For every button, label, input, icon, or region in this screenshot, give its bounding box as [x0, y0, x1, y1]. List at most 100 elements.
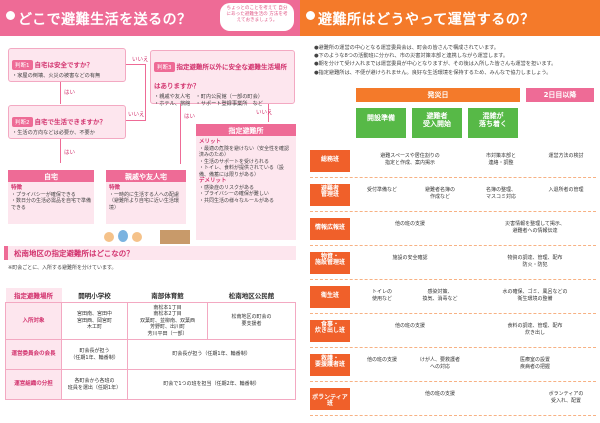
dest-relative-label: 特徴 — [109, 185, 121, 191]
connector — [126, 120, 146, 121]
role-task: 市対策本部と 連絡・調整 — [485, 153, 516, 166]
question-2-text: 自宅で生活できますか？ — [34, 118, 107, 126]
dest-home-title: 自宅 — [8, 170, 94, 182]
role-task: 災害情報を整理して掲示、 避難者への情報伝達 — [505, 221, 565, 234]
stage-settling: 混雑が 落ち着く — [468, 108, 518, 138]
role-row: 救護・ 要援護者班他の班の支援けが人、要救護者 への対応医療室の設置 疾病者の把… — [310, 348, 596, 382]
role-task: 避難者名簿の 作成など — [424, 187, 455, 200]
dest-home-body: 特徴 ・プライバシーが確保できる ・数日分の生活必需品を自宅で準備できる — [8, 182, 94, 224]
person-icon — [118, 230, 128, 242]
role-label: 避難者 管理班 — [310, 184, 350, 206]
right-page-title: 避難所はどうやって運営するの？ — [318, 12, 535, 28]
table-row: 入所対象 宮田南、宮田中 宮田西、岡宮町 木工町 南松本1丁目 南松本2丁目 双… — [5, 301, 296, 340]
table-header-row: 指定避難場所 開明小学校 南部体育館 松南地区公民館 — [5, 288, 296, 302]
role-task: 水の確保、ゴミ、風呂などの 衛生環境の整備 — [502, 289, 568, 302]
role-task: 他の班の支援 — [394, 221, 425, 227]
role-row: 食事・ 炊き出し班他の班の支援食料の調達、管理、配布 炊き出し — [310, 314, 596, 348]
role-task: 受付準備など — [366, 187, 397, 193]
table-row: 運営委員会の会長 町会長が担う （任期1年、輪番制） 町会長が担う（任期1年、輪… — [5, 339, 296, 370]
dest-shelter-body: メリット ・最適の危険を避けない（安全性を確認済みのため） ・生活のサポートを受… — [196, 136, 296, 240]
connector — [180, 104, 181, 164]
house-icon — [160, 230, 190, 244]
question-1-text: 自宅は安全ですか？ — [34, 61, 94, 69]
role-task: 医療室の設置 疾病者の把握 — [519, 357, 550, 370]
table-header: 指定避難場所 — [5, 288, 62, 302]
table-cell: 宮田南、宮田中 宮田西、岡宮町 木工町 — [61, 301, 128, 340]
intro-line: ●避難所の運営の中心となる運営委員会は、町会の皆さんで構成されています。 — [314, 45, 499, 51]
role-label: 情報広報班 — [310, 218, 350, 240]
question-1-sub: ・家屋の倒壊、火災の被害などの有無 — [12, 73, 101, 79]
table-row-label: 運営委員会の会長 — [5, 339, 62, 370]
shelter-merit-text: ・最適の危険を避けない（安全性を確認済みのため） ・生活のサポートを受けられる … — [199, 145, 290, 178]
role-task: ボランティアの 受入れ、配置 — [548, 391, 584, 404]
table-cell: 松南地区の町会の 要支援者 — [207, 301, 296, 340]
connector — [60, 139, 61, 163]
shelter-section-title: 松南地区の指定避難所はどこなの？ — [14, 249, 134, 258]
role-label: 総務班 — [310, 150, 350, 172]
shelter-merit-label: メリット — [199, 139, 222, 145]
no-label: いいえ — [132, 57, 149, 63]
bullet-dot-icon — [306, 11, 315, 20]
question-3-tag: 判断3 — [154, 62, 175, 72]
role-label: 物資・ 施設管理班 — [310, 252, 350, 274]
role-row: 情報広報班 他の班の支援 災害情報を整理して掲示、 避難者への情報伝達 — [310, 212, 596, 246]
connector — [145, 64, 146, 120]
table-row: 運営組織の分担 各町会から各班の 班員を選出（任期1年） 町会で1つの班を担当（… — [5, 369, 296, 400]
shelter-table: 指定避難場所 開明小学校 南部体育館 松南地区公民館 入所対象 宮田南、宮田中 … — [5, 288, 296, 400]
bullet-dot-icon — [6, 11, 15, 20]
intro-text: ●避難所の運営の中心となる運営委員会は、町会の皆さんで構成されています。 ●下の… — [314, 44, 596, 77]
dest-home-label: 特徴 — [11, 185, 23, 191]
yes-label: はい — [184, 114, 196, 120]
advice-bubble: ちょっとのことを考えて 自分にあった避難生活の 方法を考えておきましょう。 — [220, 3, 294, 31]
role-task: 入退所者の管理 — [548, 187, 584, 193]
role-task: 他の班の支援 — [424, 391, 455, 397]
role-task: トイレの 使用など — [371, 289, 392, 302]
role-task: 他の班の支援 — [394, 323, 425, 329]
phase-day2: 2日目以降 — [526, 88, 594, 102]
person-icon — [104, 232, 114, 242]
dest-relative-title: 親戚や友人宅 — [106, 170, 186, 182]
evacuation-illustration — [100, 230, 194, 244]
connector — [268, 104, 269, 122]
person-icon — [132, 232, 142, 242]
dest-shelter-title: 指定避難所 — [196, 124, 296, 136]
dest-relative-body: 特徴 ・一時的に生活する人への配慮 （避難所より自宅に近い生活環境） — [106, 182, 186, 224]
table-cell: 町会長が担う（任期1年、輪番制） — [127, 339, 296, 370]
question-3-text: 指定避難所以外に安全な避難生活場所はありますか？ — [154, 63, 287, 90]
role-task: 施設の安全確認 — [392, 255, 428, 261]
intro-line: ●期を分けて受け入れまでは運営委員が中心となりますが、その後は入所した皆さんも運… — [314, 61, 557, 68]
connector — [126, 64, 146, 65]
role-row: 衛生班 トイレの 使用など 感染対策、 換気、消毒など 水の確保、ゴミ、風呂などの 衛… — [310, 280, 596, 314]
connector — [60, 82, 61, 104]
stage-opening: 開設準備 — [356, 108, 406, 138]
question-2-sub: ・生活の方向などは必要か、不要か — [12, 130, 95, 136]
role-task: 運営方法の検討 — [548, 153, 584, 159]
table-header: 開明小学校 — [78, 291, 111, 300]
question-2-tag: 判断2 — [12, 117, 33, 127]
yes-label: はい — [64, 150, 76, 156]
table-cell: 町会長が担う （任期1年、輪番制） — [61, 339, 128, 370]
table-cell: 町会で1つの班を担当（任期2年、輪番制） — [127, 369, 296, 400]
table-row-label: 運営組織の分担 — [5, 369, 62, 400]
question-3-sub: ・親戚や友人宅 ・町内公民館（一部の町会） ・ホテル、旅館 ・サポート登録事業所… — [154, 94, 263, 107]
left-header: どこで避難生活を送るの？ ちょっとのことを考えて 自分にあった避難生活の 方法を… — [0, 0, 300, 36]
yes-label: はい — [64, 90, 76, 96]
role-task: 他の班の支援 — [366, 357, 397, 363]
stage-accepting: 避難者 受入開始 — [412, 108, 462, 138]
phase-day1: 発災日 — [356, 88, 520, 102]
role-row: 総務班避難スペースや居住割りの 指定と作成、案内掲示市対策本部と 連絡・調整運営… — [310, 144, 596, 178]
table-cell: 南松本1丁目 南松本2丁目 双葉町、並柳南、双葉西 芳野町、出川町 芳川平田（一… — [127, 301, 208, 340]
role-label: 衛生班 — [310, 286, 350, 308]
dest-relative-text: ・一時的に生活する人への配慮 （避難所より自宅に近い生活環境） — [109, 191, 180, 211]
no-label: いいえ — [256, 110, 273, 116]
table-cell: 各町会から各班の 班員を選出（任期1年） — [61, 369, 128, 400]
intro-line: ●下のような8つの活動班に分かれ、市の災害対策本部と連携しながら運営します。 — [314, 53, 509, 60]
shelter-section-bar: 松南地区の指定避難所はどこなの？ — [4, 246, 296, 260]
role-label: 食事・ 炊き出し班 — [310, 320, 350, 342]
role-task: 感染対策、 換気、消毒など — [422, 289, 458, 302]
role-task: 名簿の整理、 マスコミ対応 — [485, 187, 516, 200]
left-page-title: どこで避難生活を送るの？ — [18, 12, 192, 28]
